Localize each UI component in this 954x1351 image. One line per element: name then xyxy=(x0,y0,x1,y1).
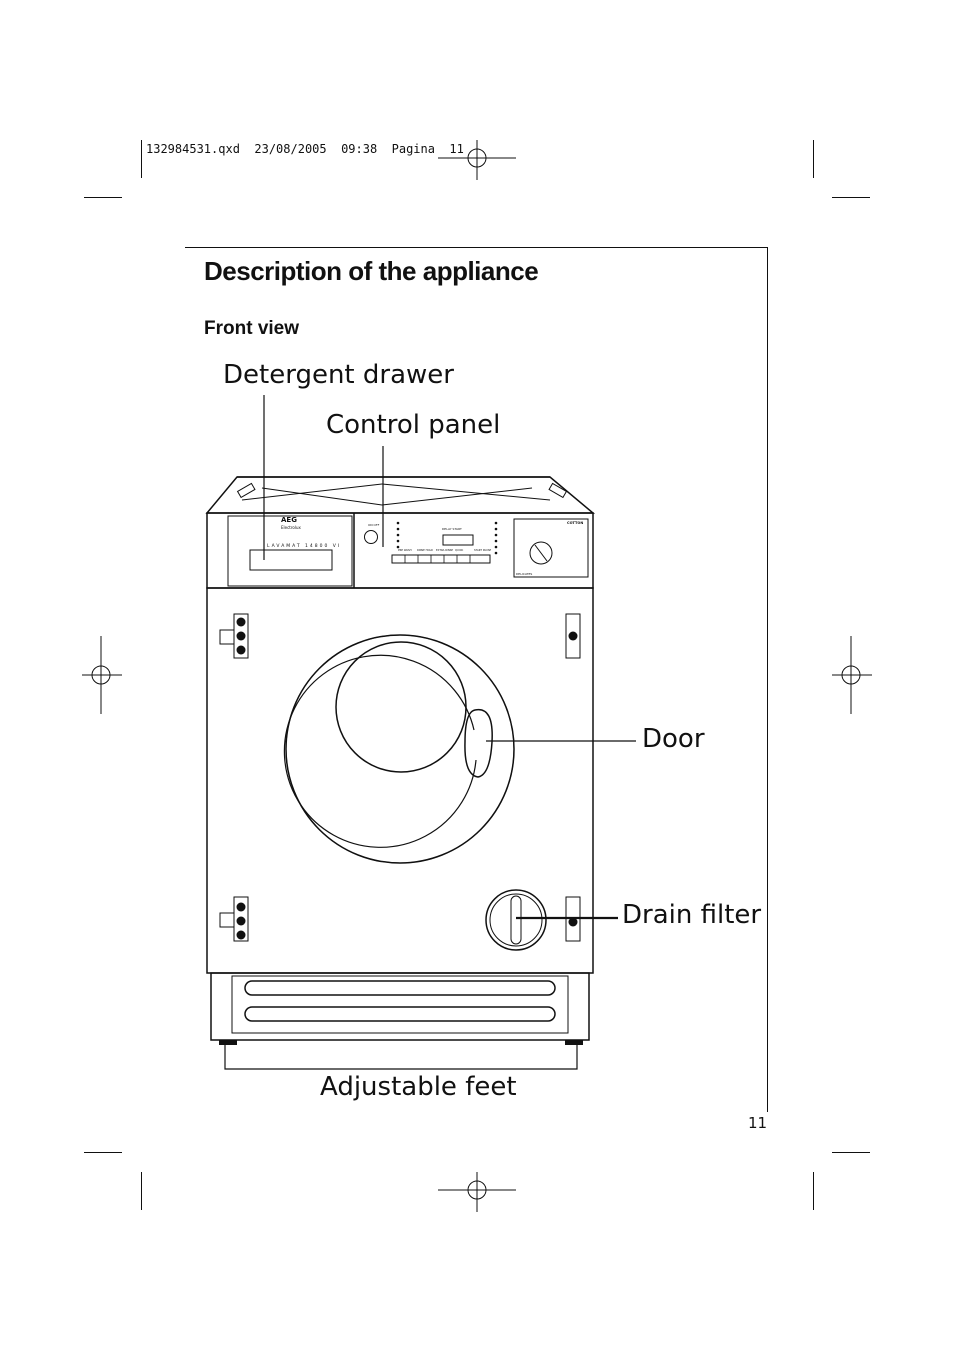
registration-mark-top xyxy=(438,140,516,180)
foot-right xyxy=(565,1040,583,1045)
panel-dial-lower: DELICATES xyxy=(516,572,532,576)
section-subtitle: Front view xyxy=(204,318,300,339)
registration-mark-left xyxy=(82,636,122,714)
page-frame-right xyxy=(767,247,768,1112)
panel-model: LAVAMAT 14800 VI xyxy=(267,543,341,549)
crop-mark xyxy=(141,140,142,178)
crop-mark xyxy=(84,1152,122,1153)
panel-option-label: RINSE HOLD xyxy=(417,548,433,552)
leader-adjustable-feet xyxy=(224,1045,578,1070)
panel-option-label: EXTRA RINSE xyxy=(436,548,453,552)
label-door: Door xyxy=(642,724,705,754)
machine-plinth xyxy=(210,972,590,1041)
page-frame-top xyxy=(185,247,768,248)
panel-delay-start: DELAY START xyxy=(442,527,462,531)
page-title: Description of the appliance xyxy=(204,256,539,286)
label-drain-filter: Drain filter xyxy=(622,900,762,930)
panel-option-label: PRE WASH xyxy=(398,548,412,552)
panel-sub-brand: Electrolux xyxy=(281,525,302,530)
panel-dial-title: COTTON xyxy=(567,521,583,525)
panel-option-label: QUICK xyxy=(455,548,464,552)
registration-mark-bottom xyxy=(438,1172,516,1212)
panel-option-label: START PAUSE xyxy=(474,548,492,552)
crop-mark xyxy=(832,1152,870,1153)
door-handle xyxy=(464,708,493,778)
crop-mark xyxy=(813,1172,814,1210)
label-control-panel: Control panel xyxy=(326,410,501,440)
door-glass xyxy=(335,641,467,773)
print-header: 132984531.qxd 23/08/2005 09:38 Pagina 11 xyxy=(146,142,464,156)
crop-mark xyxy=(141,1172,142,1210)
drain-filter-cap xyxy=(485,889,547,951)
registration-mark-right xyxy=(832,636,872,714)
door-outer xyxy=(285,634,515,864)
crop-mark xyxy=(84,197,122,198)
crop-mark xyxy=(832,197,870,198)
page-number: 11 xyxy=(748,1114,768,1132)
machine-body xyxy=(206,587,594,974)
panel-brand: AEG xyxy=(281,516,297,524)
crop-mark xyxy=(813,140,814,178)
panel-on-off: ON OFF xyxy=(368,523,380,527)
detergent-drawer-front xyxy=(227,515,353,587)
foot-left xyxy=(219,1040,237,1045)
label-detergent-drawer: Detergent drawer xyxy=(223,360,454,390)
machine-top xyxy=(205,476,596,514)
label-adjustable-feet: Adjustable feet xyxy=(320,1072,517,1102)
